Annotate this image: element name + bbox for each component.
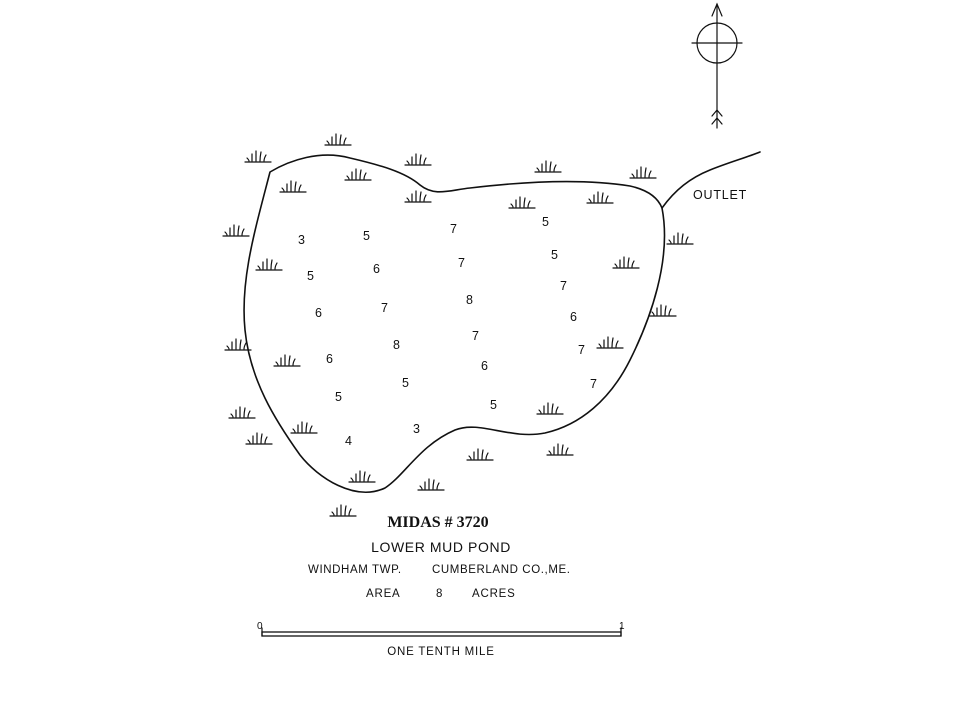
depth-label: 6 (315, 306, 322, 320)
marsh-grass-icon (586, 191, 614, 204)
depth-label: 8 (393, 338, 400, 352)
depth-label: 6 (481, 359, 488, 373)
marsh-grass-icon (404, 153, 432, 166)
depth-label: 5 (402, 376, 409, 390)
map-caption: MIDAS # 3720 LOWER MUD POND WINDHAM TWP.… (308, 514, 571, 600)
marsh-grass-icon (466, 448, 494, 461)
depth-label: 5 (307, 269, 314, 283)
marsh-grass-icon (244, 150, 272, 163)
pond-name: LOWER MUD POND (371, 539, 511, 555)
depth-label: 3 (298, 233, 305, 247)
depth-label: 7 (560, 279, 567, 293)
depth-label: 7 (590, 377, 597, 391)
depth-label: 6 (326, 352, 333, 366)
marsh-grass-icon (596, 336, 624, 349)
outlet-label: OUTLET (693, 188, 747, 202)
depth-label: 7 (381, 301, 388, 315)
depth-label: 7 (578, 343, 585, 357)
scale-bar-body (261, 631, 622, 637)
depth-label: 5 (542, 215, 549, 229)
county-label: CUMBERLAND CO.,ME. (432, 564, 571, 576)
depth-soundings: 3 5 7 5 5 6 7 5 6 7 8 7 6 8 7 6 7 5 6 5 … (298, 215, 597, 448)
marsh-grass-icon (508, 196, 536, 209)
marsh-grass-icon (245, 432, 273, 445)
vegetation-symbols (222, 133, 694, 517)
marsh-grass-icon (324, 133, 352, 146)
depth-label: 5 (335, 390, 342, 404)
marsh-grass-icon (348, 470, 376, 483)
marsh-grass-icon (344, 168, 372, 181)
depth-label: 5 (490, 398, 497, 412)
marsh-grass-icon (290, 421, 318, 434)
marsh-grass-icon (329, 504, 357, 517)
depth-label: 6 (570, 310, 577, 324)
marsh-grass-icon (417, 478, 445, 491)
outlet-stream (661, 151, 761, 209)
depth-label: 4 (345, 434, 352, 448)
marsh-grass-icon (228, 406, 256, 419)
marsh-grass-icon (224, 338, 252, 351)
marsh-grass-icon (612, 256, 640, 269)
area-label: AREA (366, 588, 401, 600)
marsh-grass-icon (222, 224, 250, 237)
depth-label: 6 (373, 262, 380, 276)
marsh-grass-icon (666, 232, 694, 245)
midas-id: MIDAS # 3720 (387, 514, 488, 531)
area-value: 8 (436, 588, 442, 600)
marsh-grass-icon (534, 160, 562, 173)
scale-end-label: 1 (619, 621, 625, 632)
marsh-grass-icon (279, 180, 307, 193)
township-label: WINDHAM TWP. (308, 564, 402, 576)
depth-label: 5 (363, 229, 370, 243)
marsh-grass-icon (404, 190, 432, 203)
pond-shoreline (243, 154, 666, 493)
north-arrow-icon (691, 2, 743, 129)
depth-label: 7 (472, 329, 479, 343)
marsh-grass-icon (629, 166, 657, 179)
scale-start-label: 0 (257, 621, 263, 632)
area-unit: ACRES (472, 588, 516, 600)
marsh-grass-icon (255, 258, 283, 271)
scale-bar: 0 1 ONE TENTH MILE (257, 621, 625, 658)
marsh-grass-icon (273, 354, 301, 367)
depth-label: 7 (458, 256, 465, 270)
depth-label: 3 (413, 422, 420, 436)
depth-label: 8 (466, 293, 473, 307)
marsh-grass-icon (649, 304, 677, 317)
depth-label: 7 (450, 222, 457, 236)
depth-label: 5 (551, 248, 558, 262)
marsh-grass-icon (546, 443, 574, 456)
scale-label: ONE TENTH MILE (387, 646, 494, 658)
marsh-grass-icon (536, 402, 564, 415)
